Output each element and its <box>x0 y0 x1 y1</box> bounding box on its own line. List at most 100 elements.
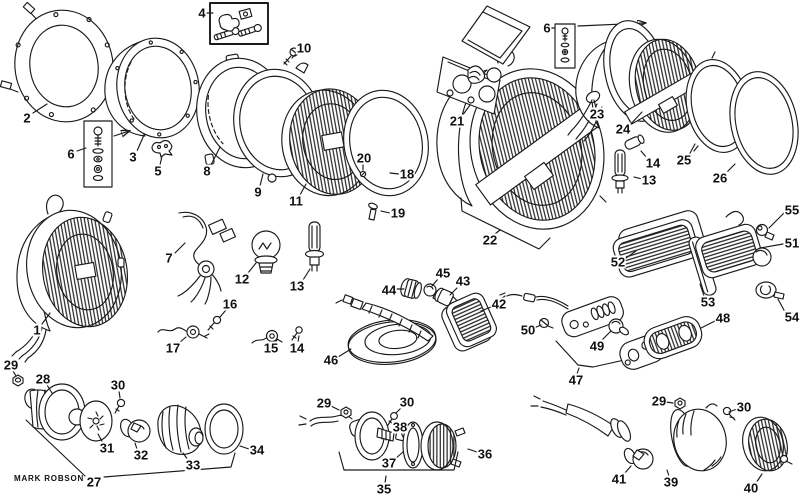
part-callout-52: 52 <box>609 254 627 270</box>
part-callout-30: 30 <box>398 394 416 410</box>
part-callout-18: 18 <box>398 166 416 182</box>
part-callout-34: 34 <box>248 442 266 458</box>
part-callout-36: 36 <box>476 446 494 462</box>
part-callout-9: 9 <box>253 184 263 200</box>
part-22-headlamp-with-guard <box>437 49 621 249</box>
part-callout-6: 6 <box>542 20 552 36</box>
part-callout-12: 12 <box>233 271 251 287</box>
part-13-halogen-bulb-right <box>612 150 628 193</box>
part-callout-42: 42 <box>490 296 508 312</box>
part-callout-14: 14 <box>288 340 306 356</box>
part-26-outer-rim <box>721 65 800 180</box>
part-35-lamp-assembly <box>299 412 394 460</box>
part-callout-47: 47 <box>567 372 585 388</box>
part-callout-6: 6 <box>66 146 76 162</box>
artist-signature: MARK ROBSON <box>14 474 85 483</box>
part-29-nut-h <box>341 407 351 418</box>
part-callout-39: 39 <box>662 474 680 490</box>
part-callout-45: 45 <box>434 265 452 281</box>
part-callout-13: 13 <box>640 172 658 188</box>
part-callout-29: 29 <box>2 357 20 373</box>
part-callout-13: 13 <box>288 278 306 294</box>
part-callout-37: 37 <box>380 455 398 471</box>
part-36-lens <box>421 422 465 470</box>
part-3-headlamp-bowl <box>105 32 206 144</box>
part-callout-46: 46 <box>322 352 340 368</box>
part-48-lens-and-gasket <box>617 313 706 373</box>
part-24-light-unit-right <box>621 32 711 138</box>
part-54-bulb-holder <box>756 282 784 299</box>
part-callout-11: 11 <box>288 193 304 209</box>
part-14-screw-left <box>292 327 302 340</box>
part-callout-29: 29 <box>650 393 668 409</box>
part-callout-30: 30 <box>109 377 127 393</box>
part-callout-26: 26 <box>711 170 729 186</box>
part-4-fitting-kit-box <box>210 3 268 44</box>
part-55-bulb <box>757 225 775 241</box>
part-29-nut-g <box>13 375 23 386</box>
part-callout-27: 27 <box>85 474 103 490</box>
part-callout-50: 50 <box>519 322 537 338</box>
part-12-bulb <box>252 231 280 273</box>
part-47-lamp-backplate <box>500 293 668 367</box>
part-callout-54: 54 <box>783 309 800 325</box>
part-callout-44: 44 <box>380 282 398 298</box>
part-30-screw-g <box>115 399 125 413</box>
part-50-screw <box>540 319 554 329</box>
part-34-seating-ring <box>205 404 243 454</box>
part-callout-2: 2 <box>22 110 32 126</box>
part-callout-19: 19 <box>389 205 407 221</box>
part-callout-49: 49 <box>588 338 606 354</box>
part-callout-48: 48 <box>714 310 732 326</box>
part-20-rim-screw <box>360 171 365 176</box>
part-callout-38: 38 <box>391 419 409 435</box>
part-28-lamp-body <box>23 384 85 440</box>
part-49-bulb <box>609 319 630 336</box>
part-30-screw-i <box>723 407 735 420</box>
part-19-screw <box>368 202 378 220</box>
part-51-lamp <box>693 211 771 280</box>
leader-lines <box>13 13 785 483</box>
part-7-wiring-harness <box>178 212 235 304</box>
part-13-halogen-bulb-left <box>306 222 324 271</box>
part-14-bulb-right <box>624 134 645 150</box>
part-44-bulb-holder <box>399 277 423 300</box>
part-callout-4: 4 <box>197 5 207 21</box>
part-callout-22: 22 <box>481 232 499 248</box>
part-33-rubber-boot <box>158 405 203 454</box>
part-29-nut-i <box>675 398 685 409</box>
part-callout-21: 21 <box>448 113 466 129</box>
part-callout-29: 29 <box>315 395 333 411</box>
part-callout-32: 32 <box>132 447 150 463</box>
part-46-cable-loom-coil <box>336 295 438 369</box>
part-callout-33: 33 <box>184 457 202 473</box>
part-callout-10: 10 <box>295 40 313 56</box>
part-callout-41: 41 <box>610 471 628 487</box>
part-callout-24: 24 <box>614 121 632 137</box>
part-52-lamp <box>609 208 709 279</box>
part-6-screw-kit-box-right <box>555 23 645 68</box>
part-callout-40: 40 <box>742 480 760 496</box>
part-31-retaining-disc <box>80 401 112 441</box>
part-30-screw-h <box>388 413 397 425</box>
part-callout-23: 23 <box>588 106 606 122</box>
part-5-clip <box>152 141 172 158</box>
part-40-lens <box>738 413 792 474</box>
part-callout-31: 31 <box>98 440 116 456</box>
part-callout-28: 28 <box>34 371 52 387</box>
part-callout-7: 7 <box>164 250 174 266</box>
bracket-35 <box>339 452 458 470</box>
part-1-complete-headlamp <box>12 195 136 362</box>
part-callout-15: 15 <box>262 340 280 356</box>
part-callout-30: 30 <box>735 399 753 415</box>
part-6-screw-kit-box-left <box>84 121 129 187</box>
bracket-27 <box>26 420 235 477</box>
part-16-screw <box>208 316 221 330</box>
part-callout-16: 16 <box>221 296 239 312</box>
part-2-outer-mounting-ring <box>0 2 121 129</box>
part-39-lamp-body <box>531 396 732 476</box>
part-callout-20: 20 <box>355 150 373 166</box>
part-callout-8: 8 <box>202 163 212 179</box>
part-callout-1: 1 <box>32 322 42 338</box>
